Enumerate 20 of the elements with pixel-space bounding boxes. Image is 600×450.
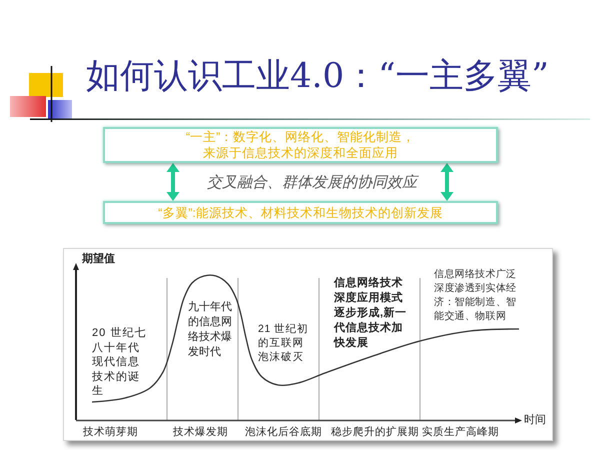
double-arrow (166, 163, 180, 201)
annotation-text: 21 世纪初的互联网泡沫破灭 (258, 322, 309, 364)
annotation-text: 信息网络技术深度应用模式逐步形成,新一代信息技术加快发展 (334, 276, 408, 351)
annotation-text: 信息网络技术广泛深度渗透到实体经济：智能制造、智能交通、物联网 (434, 268, 518, 324)
double-arrow (440, 163, 454, 201)
phase-label: 泡沫化后谷底期 (245, 425, 322, 439)
title: 如何认识工业4.0：“一主多翼” (86, 55, 549, 98)
annotation-text: 20 世纪七八十年代现代信息技术的诞生 (92, 326, 148, 398)
phase-label: 技术萌芽期 (83, 425, 138, 439)
box-text: “一主”：数字化、网络化、智能化制造，来源于信息技术的深度和全面应用 (184, 129, 416, 161)
axis-label: 期望值 (82, 252, 115, 267)
axis-label: 时间 (524, 413, 546, 428)
phase-label: 稳步爬升的扩展期 (331, 425, 419, 439)
annotation-text: 九十年代的信息网络技术爆发时代 (188, 300, 233, 360)
statement-box (103, 201, 498, 224)
phase-label: 技术爆发期 (173, 425, 228, 439)
statement-box (103, 127, 498, 163)
synergy-text: 交叉融合、群体发展的协同效应 (207, 172, 417, 192)
box-text: “多翼”:能源技术、材料技术和生物技术的创新发展 (158, 204, 443, 220)
phase-label: 实质生产高峰期 (422, 425, 499, 439)
